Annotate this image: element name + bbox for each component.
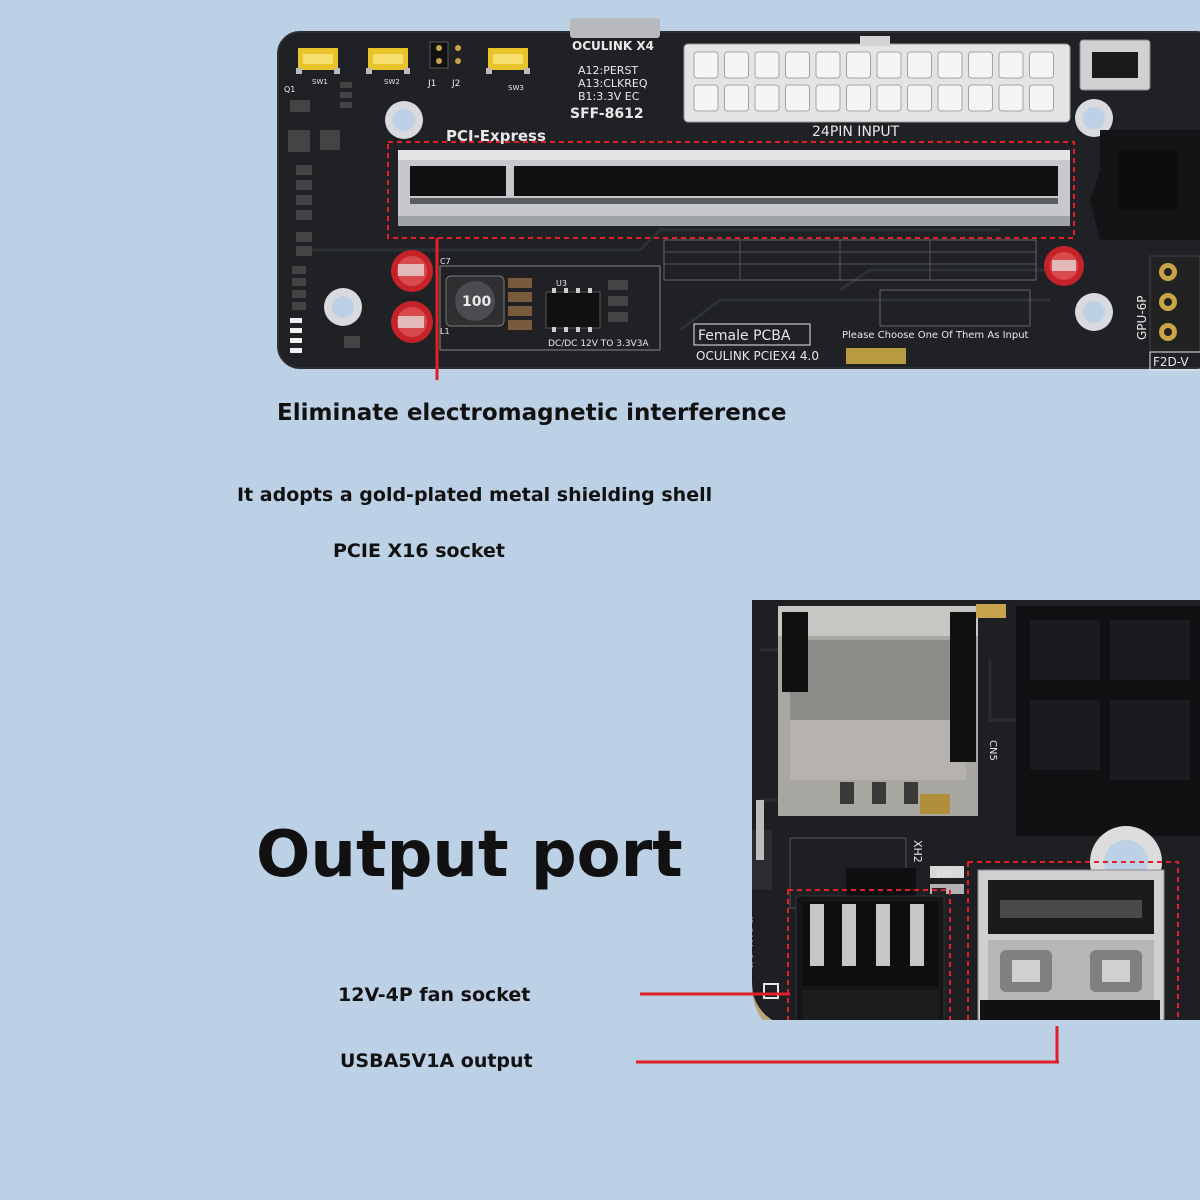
ic-u3 — [545, 291, 601, 329]
gpu-6p-connector — [1149, 255, 1200, 353]
mount-hole — [1075, 293, 1113, 331]
label-b1: B1:3.3V EC — [578, 90, 640, 103]
dcdc-box — [439, 265, 661, 351]
svg-text:U3: U3 — [556, 279, 567, 288]
svg-text:J1: J1 — [427, 79, 436, 89]
label-f2d: F2D-V — [1153, 355, 1189, 369]
label-pow-on: pow on — [740, 916, 758, 970]
caption-emi: Eliminate electromagnetic interference — [277, 400, 787, 426]
label-gpu-6p: GPU-6P — [1135, 295, 1149, 340]
atx-pin-socket — [907, 84, 932, 112]
label-sff: SFF-8612 — [570, 106, 644, 122]
pcie-x16-slot — [398, 150, 1070, 226]
capacitor — [391, 250, 433, 292]
atx-connector-block — [1016, 606, 1200, 836]
callout-box-slot — [387, 141, 1075, 239]
atx-pin-socket — [724, 84, 749, 112]
atx-pin-socket — [998, 84, 1024, 112]
atx-pin-socket — [998, 51, 1024, 79]
label-oculink-x4: OCULINK X4 — [572, 39, 654, 53]
label-a13: A13:CLKREQ — [578, 77, 648, 90]
metal-connector-cn5 — [778, 606, 978, 816]
caption-shield: It adopts a gold-plated metal shielding … — [237, 484, 713, 506]
svg-text:SW2: SW2 — [384, 78, 400, 86]
atx-pin-socket — [754, 84, 780, 112]
capacitor — [1044, 246, 1084, 286]
svg-text:330: 330 — [936, 869, 951, 878]
mount-hole — [324, 288, 362, 326]
atx-pin-socket — [907, 51, 932, 79]
mount-hole — [1075, 99, 1113, 137]
label-choose-input: Please Choose One Of Them As Input — [842, 330, 1029, 341]
caption-fan-socket: 12V-4P fan socket — [338, 984, 531, 1006]
pcie-board-photo: OCULINK X4 A12:PERST A13:CLKREQ B1:3.3V … — [277, 18, 1200, 380]
atx-pin-socket — [693, 84, 719, 112]
config-table — [663, 239, 1037, 281]
svg-text:SW3: SW3 — [508, 84, 524, 92]
atx-pin-socket — [815, 51, 841, 79]
svg-text:100: 100 — [462, 294, 491, 310]
caption-output-port: Output port — [256, 818, 683, 892]
atx-pin-socket — [785, 51, 810, 79]
atx-pin-socket — [754, 51, 780, 79]
fan-4pin-header — [795, 895, 945, 1020]
caption-usb-output: USBA5V1A output — [340, 1050, 533, 1072]
svg-text:C7: C7 — [440, 257, 451, 266]
label-cn5: CN5 — [987, 740, 998, 761]
label-oculink-pciex4: OCULINK PCIEX4 4.0 — [696, 349, 819, 363]
atx-pin-socket — [693, 51, 719, 79]
label-pci-express: PCI-Express — [446, 127, 546, 145]
atx-pin-socket — [1029, 51, 1054, 79]
atx-pin-socket — [724, 51, 749, 79]
switch-sw2 — [366, 48, 410, 74]
oculink-connector — [570, 18, 660, 38]
atx-pin-socket — [1029, 84, 1054, 112]
atx-pin-socket — [968, 51, 993, 79]
atx-pin-socket — [785, 84, 810, 112]
atx-24pin-connector — [683, 36, 1071, 123]
svg-text:SW1: SW1 — [312, 78, 328, 86]
atx-pin-socket — [968, 84, 993, 112]
switch-sw1 — [296, 48, 340, 74]
usb-a-output-port — [977, 869, 1165, 1020]
label-a12: A12:PERST — [578, 64, 638, 77]
callout-box-fan — [787, 889, 951, 1020]
atx-pin-socket — [876, 51, 902, 79]
atx-pin-socket — [846, 51, 871, 79]
svg-text:Q1: Q1 — [284, 85, 295, 94]
atx-pin-socket — [846, 84, 871, 112]
caption-socket: PCIE X16 socket — [333, 540, 505, 562]
atx-pin-socket — [937, 84, 963, 112]
switch-sw3 — [486, 48, 530, 74]
atx-pin-socket — [815, 84, 841, 112]
label-xh2: XH2 — [911, 840, 924, 863]
atx-pin-socket — [937, 51, 963, 79]
atx-pin-socket — [876, 84, 902, 112]
capacitor — [391, 301, 433, 343]
label-dcdc: DC/DC 12V TO 3.3V3A — [548, 339, 649, 349]
svg-text:J2: J2 — [451, 79, 460, 89]
callout-box-usb — [967, 861, 1179, 1020]
label-24pin: 24PIN INPUT — [812, 124, 900, 140]
label-female-pcba: Female PCBA — [698, 328, 791, 344]
mount-hole — [385, 101, 423, 139]
svg-text:L1: L1 — [440, 327, 450, 336]
output-board-photo: 330 — [636, 600, 1200, 1064]
jumper-j1 — [429, 41, 449, 69]
